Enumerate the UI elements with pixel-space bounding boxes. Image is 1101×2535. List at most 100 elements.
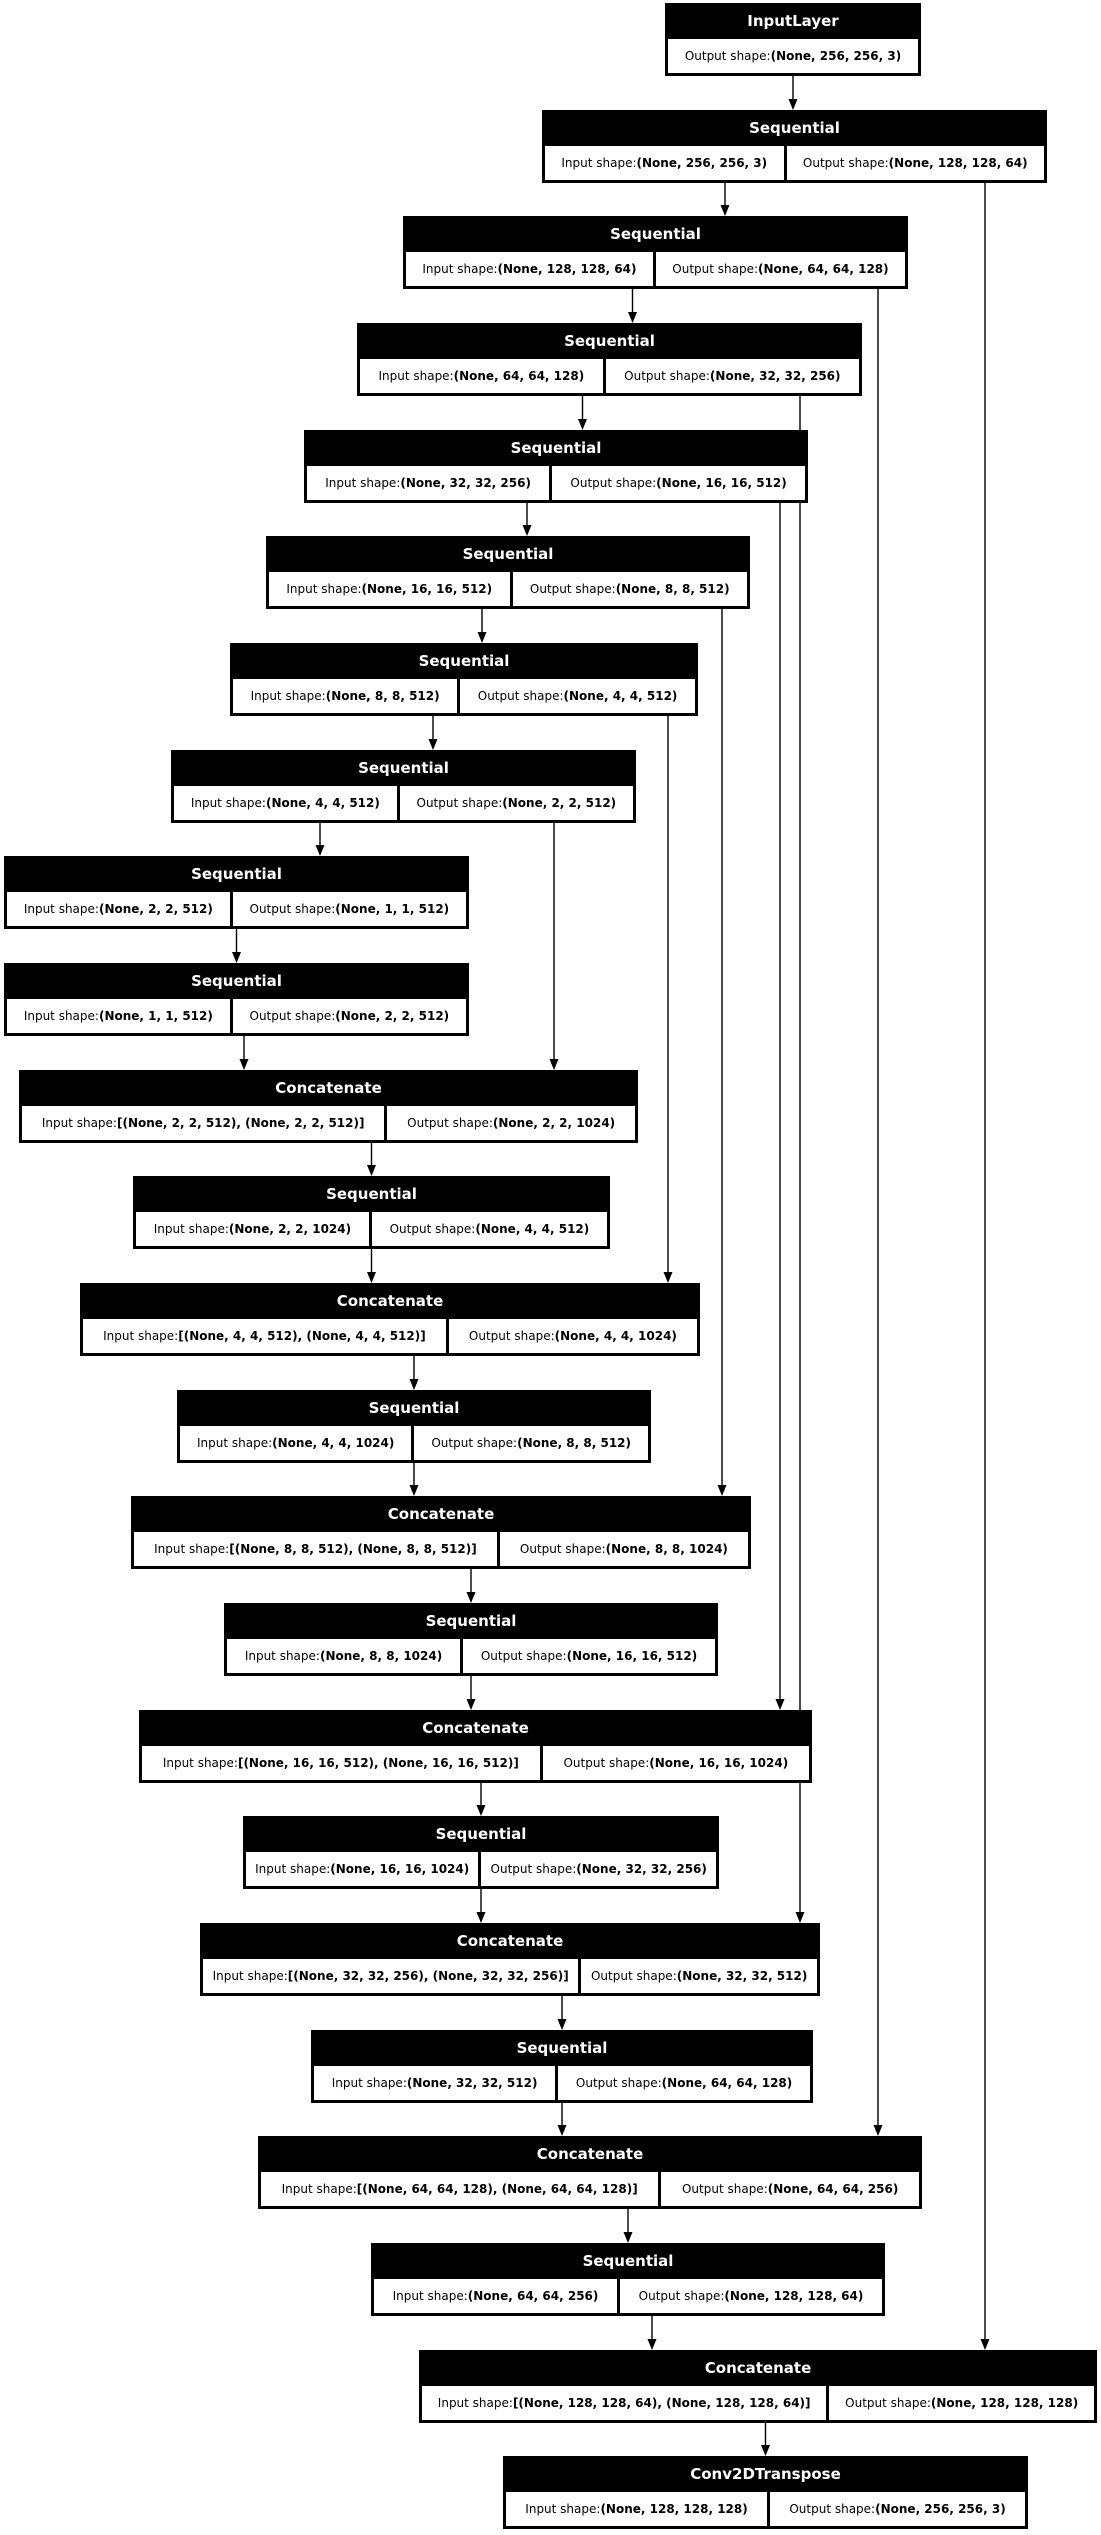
shape-prefix: Output shape: — [672, 262, 759, 276]
edge-arrowhead — [428, 739, 438, 750]
shape-prefix: Input shape: — [162, 1756, 238, 1770]
shape-prefix: Output shape: — [519, 1542, 606, 1556]
layer-shapes-row: Output shape: (None, 256, 256, 3) — [668, 39, 918, 73]
shape-prefix: Output shape: — [563, 1756, 650, 1770]
layer-title: Sequential — [516, 2039, 608, 2057]
shape-prefix: Input shape: — [103, 1329, 179, 1343]
shape-value: (None, 16, 16, 1024) — [649, 1756, 789, 1770]
shape-prefix: Input shape: — [525, 2502, 601, 2516]
shape-prefix: Input shape: — [153, 1222, 229, 1236]
edge-arrowhead — [761, 2445, 770, 2456]
shape-value: (None, 128, 128, 64) — [888, 156, 1028, 170]
shape-value: (None, 256, 256, 3) — [875, 2502, 1006, 2516]
layer-shapes-row: Input shape: (None, 8, 8, 1024)Output sh… — [227, 1639, 715, 1673]
shape-value: (None, 128, 128, 64) — [497, 262, 637, 276]
input-shape-cell: Input shape: (None, 8, 8, 1024) — [227, 1639, 461, 1673]
layer-title: Sequential — [582, 2252, 674, 2270]
shape-value: (None, 2, 2, 1024) — [492, 1116, 616, 1130]
edge-arrowhead — [522, 525, 532, 536]
edge-arrowhead — [980, 2339, 990, 2350]
shape-value: (None, 8, 8, 512) — [615, 582, 730, 596]
layer-title: Concatenate — [387, 1505, 495, 1523]
input-shape-cell: Input shape: [(None, 2, 2, 512), (None, … — [22, 1106, 385, 1140]
input-shape-cell: Input shape: (None, 32, 32, 256) — [307, 466, 550, 500]
layer-title: Sequential — [358, 759, 449, 777]
layer-title: Sequential — [564, 332, 655, 350]
shape-prefix: Output shape: — [590, 1969, 677, 1983]
shape-prefix: Input shape: — [212, 1969, 288, 1983]
input-shape-cell: Input shape: (None, 8, 8, 512) — [233, 679, 458, 713]
shape-value: (None, 32, 32, 256) — [400, 476, 531, 490]
shape-value: (None, 16, 16, 1024) — [330, 1862, 470, 1876]
shape-prefix: Output shape: — [845, 2396, 931, 2410]
shape-prefix: Output shape: — [249, 1009, 336, 1023]
edge-arrowhead — [557, 2019, 567, 2030]
shape-value: (None, 1, 1, 512) — [335, 902, 450, 916]
input-shape-cell: Input shape: [(None, 64, 64, 128), (None… — [261, 2172, 659, 2206]
layer-shapes-row: Input shape: (None, 32, 32, 256)Output s… — [307, 466, 805, 500]
layer-shapes-row: Input shape: (None, 16, 16, 1024) Output … — [246, 1852, 717, 1886]
shape-prefix: Input shape: — [392, 2289, 468, 2303]
shape-value: (None, 2, 2, 512) — [98, 902, 213, 916]
shape-value: (None, 256, 256, 3) — [636, 156, 768, 170]
shape-prefix: Input shape: — [255, 1862, 331, 1876]
input-shape-cell: Input shape: (None, 2, 2, 512) — [7, 892, 230, 926]
layer-title: Concatenate — [422, 1719, 529, 1737]
output-shape-cell: Output shape: (None, 2, 2, 512) — [232, 999, 466, 1033]
output-shape-cell: Output shape: (None, 128, 128, 64) — [786, 146, 1045, 180]
shape-prefix: Output shape: — [468, 1329, 555, 1343]
edge-arrowhead — [873, 2125, 883, 2136]
shape-prefix: Input shape: — [422, 262, 498, 276]
input-shape-cell: Input shape: (None, 64, 64, 256) — [374, 2279, 618, 2313]
shape-value: [(None, 8, 8, 512), (None, 8, 8, 512)] — [229, 1542, 477, 1556]
layer-title: Sequential — [326, 1185, 417, 1203]
shape-prefix: Output shape: — [684, 49, 771, 63]
output-shape-cell: Output shape: (None, 4, 4, 512) — [460, 679, 695, 713]
layer-title: InputLayer — [747, 12, 839, 30]
edge-arrowhead — [466, 1592, 476, 1603]
shape-prefix: Output shape: — [389, 1222, 476, 1236]
shape-value: (None, 8, 8, 512) — [517, 1436, 632, 1450]
layer-title: Sequential — [462, 545, 554, 563]
layer-shapes-row: Input shape: [(None, 8, 8, 512), (None, … — [134, 1532, 748, 1566]
shape-value: (None, 4, 4, 512) — [475, 1222, 590, 1236]
layer-title: Concatenate — [275, 1079, 382, 1097]
output-shape-cell: Output shape: (None, 2, 2, 1024) — [387, 1106, 635, 1140]
output-shape-cell: Output shape: (None, 256, 256, 3) — [770, 2492, 1026, 2526]
layer-shapes-row: Input shape: (None, 128, 128, 64) Output … — [406, 252, 906, 286]
output-shape-cell: Output shape: (None, 32, 32, 256) — [481, 1852, 717, 1886]
layer-shapes-row: Input shape: [(None, 64, 64, 128), (None… — [261, 2172, 919, 2206]
shape-prefix: Output shape: — [789, 2502, 876, 2516]
shape-value: (None, 16, 16, 512) — [361, 582, 493, 596]
shape-value: [(None, 4, 4, 512), (None, 4, 4, 512)] — [178, 1329, 426, 1343]
input-shape-cell: Input shape: [(None, 4, 4, 512), (None, … — [83, 1319, 446, 1353]
output-shape-cell: Output shape: (None, 16, 16, 512) — [552, 466, 805, 500]
shape-value: (None, 128, 128, 64) — [724, 2289, 864, 2303]
shape-prefix: Input shape: — [331, 2076, 407, 2090]
layer-shapes-row: Input shape: (None, 2, 2, 1024)Output sh… — [136, 1212, 607, 1246]
input-shape-cell: Input shape: [(None, 32, 32, 256), (None… — [203, 1959, 579, 1993]
edge-arrowhead — [775, 1699, 785, 1710]
shape-prefix: Output shape: — [477, 689, 564, 703]
layer-shapes-row: Input shape: (None, 2, 2, 512)Output sha… — [7, 892, 466, 926]
edge-arrowhead — [466, 1699, 476, 1710]
edge-arrowhead — [549, 1059, 559, 1070]
output-shape-cell: Output shape: (None, 64, 64, 128) — [558, 2066, 810, 2100]
shape-value: (None, 128, 128, 128) — [600, 2502, 748, 2516]
edge-arrowhead — [476, 1805, 486, 1816]
shape-prefix: Input shape: — [325, 476, 401, 490]
layer-title: Sequential — [425, 1612, 517, 1630]
output-shape-cell: Output shape: (None, 32, 32, 512) — [581, 1959, 817, 1993]
edge-arrowhead — [557, 2125, 567, 2136]
shape-value: (None, 4, 4, 512) — [563, 689, 678, 703]
shape-value: (None, 64, 64, 128) — [758, 262, 889, 276]
